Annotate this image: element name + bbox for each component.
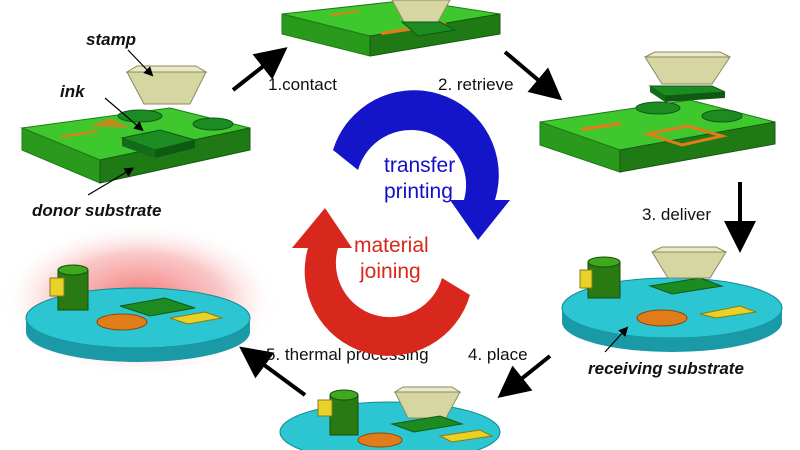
arrow-place	[497, 354, 552, 398]
receiving-substrate-label: receiving substrate	[588, 359, 744, 378]
donor-panel: stamp ink donor substrate	[20, 30, 251, 220]
arrow-retrieve	[503, 50, 563, 101]
blue-cycle-arrow	[333, 90, 510, 240]
retrieve-panel	[539, 51, 776, 173]
cycle-arrows: transfer printing material joining	[292, 90, 510, 356]
thermal-panel	[0, 222, 280, 378]
ink-label: ink	[60, 82, 86, 101]
transfer-text: transfer	[384, 154, 455, 177]
step-retrieve-label: 2. retrieve	[438, 75, 514, 94]
arrow-thermal	[239, 346, 307, 397]
arrow-contact	[231, 47, 288, 92]
step-arrows	[231, 47, 756, 398]
place-panel	[279, 386, 501, 450]
step-deliver-label: 3. deliver	[642, 205, 711, 224]
joining-text: joining	[359, 260, 421, 283]
red-cycle-arrow	[292, 208, 470, 356]
contact-panel	[281, 0, 501, 57]
step-place-label: 4. place	[468, 345, 528, 364]
stamp-label: stamp	[86, 30, 136, 49]
material-text: material	[354, 234, 429, 257]
step-contact-label: 1.contact	[268, 75, 337, 94]
step-labels: 1.contact 2. retrieve 3. deliver 4. plac…	[266, 75, 711, 364]
donor-substrate-label: donor substrate	[32, 201, 161, 220]
ink-disc	[192, 117, 234, 131]
deliver-panel: receiving substrate	[561, 246, 783, 378]
stamp-shape	[126, 71, 207, 105]
printing-text: printing	[384, 180, 453, 203]
